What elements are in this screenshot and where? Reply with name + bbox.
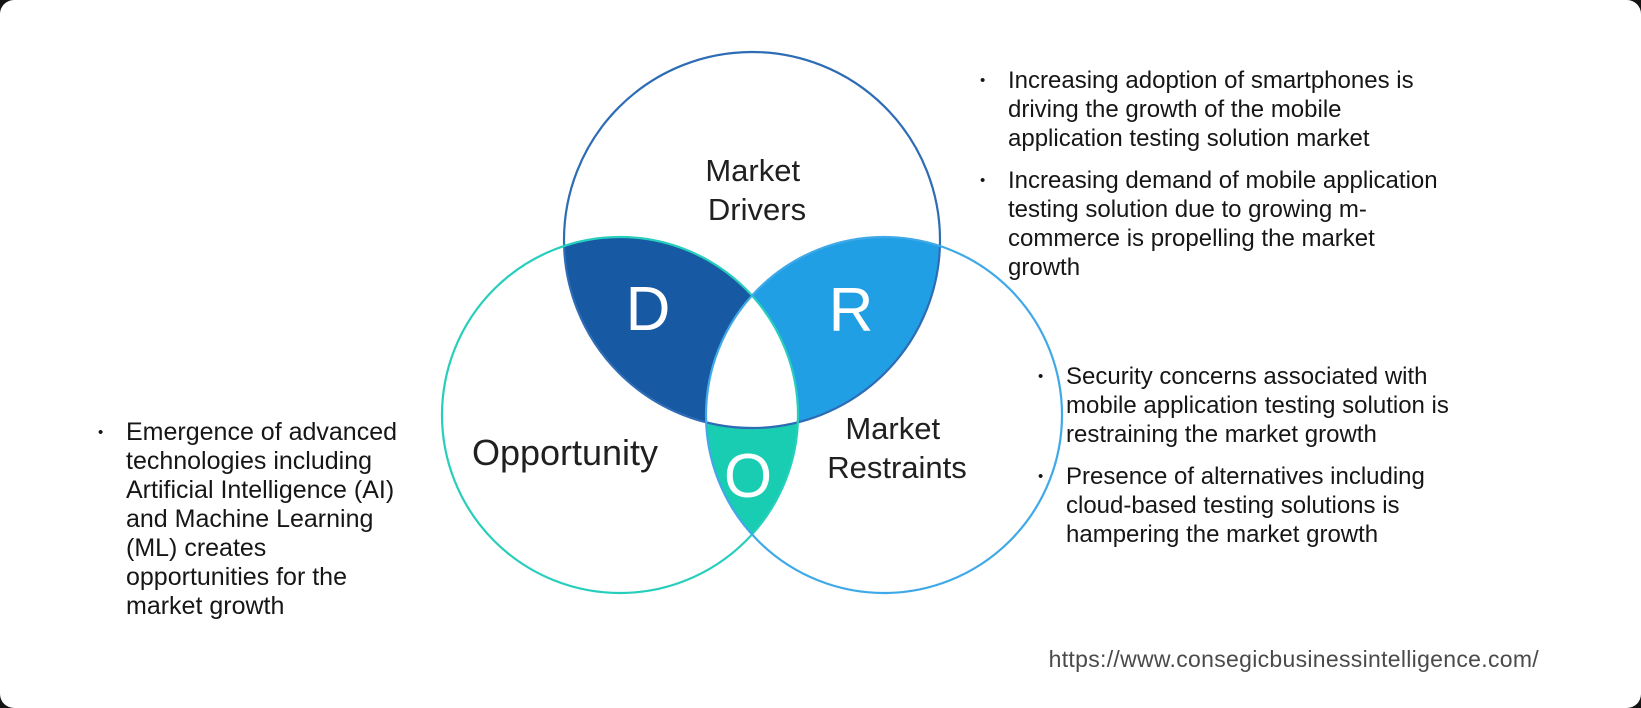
opportunity-circle (440, 235, 800, 595)
bullet-item: • Increasing demand of mobile applicatio… (978, 166, 1440, 282)
bullet-text: Presence of alternatives including cloud… (1066, 463, 1425, 548)
bullet-item: • Presence of alternatives including clo… (1036, 462, 1488, 549)
market-drivers-circle (562, 50, 942, 430)
market-restraints-circle (704, 235, 1064, 595)
bullet-text: Emergence of advanced technologies inclu… (126, 418, 398, 620)
bullet-text: Increasing adoption of smartphones is dr… (1008, 67, 1414, 152)
bullet-item: • Increasing adoption of smartphones is … (978, 66, 1440, 153)
bullet-dot: • (1038, 368, 1044, 385)
bullet-dot: • (980, 172, 986, 189)
market-restraints-label: Market Restraints (827, 411, 967, 485)
bullet-dot: • (1038, 468, 1044, 485)
drivers-letter: D (626, 275, 671, 344)
bullet-text: Increasing demand of mobile application … (1008, 167, 1438, 281)
bullet-item: • Security concerns associated with mobi… (1036, 362, 1488, 449)
bullet-dot: • (980, 72, 986, 89)
drivers-bullet-list: • Increasing adoption of smartphones is … (978, 66, 1440, 295)
market-drivers-label: Market Drivers (705, 153, 808, 227)
bullet-dot: • (98, 424, 104, 441)
bullet-text: Security concerns associated with mobile… (1066, 363, 1449, 448)
restraints-letter: R (829, 276, 874, 345)
restraints-bullet-list: • Security concerns associated with mobi… (1036, 362, 1488, 562)
opportunity-letter: O (724, 442, 772, 511)
bullet-item: • Emergence of advanced technologies inc… (96, 418, 411, 621)
source-url: https://www.consegicbusinessintelligence… (1048, 646, 1539, 672)
opportunity-bullet-list: • Emergence of advanced technologies inc… (96, 418, 411, 634)
opportunity-label: Opportunity (472, 432, 658, 473)
